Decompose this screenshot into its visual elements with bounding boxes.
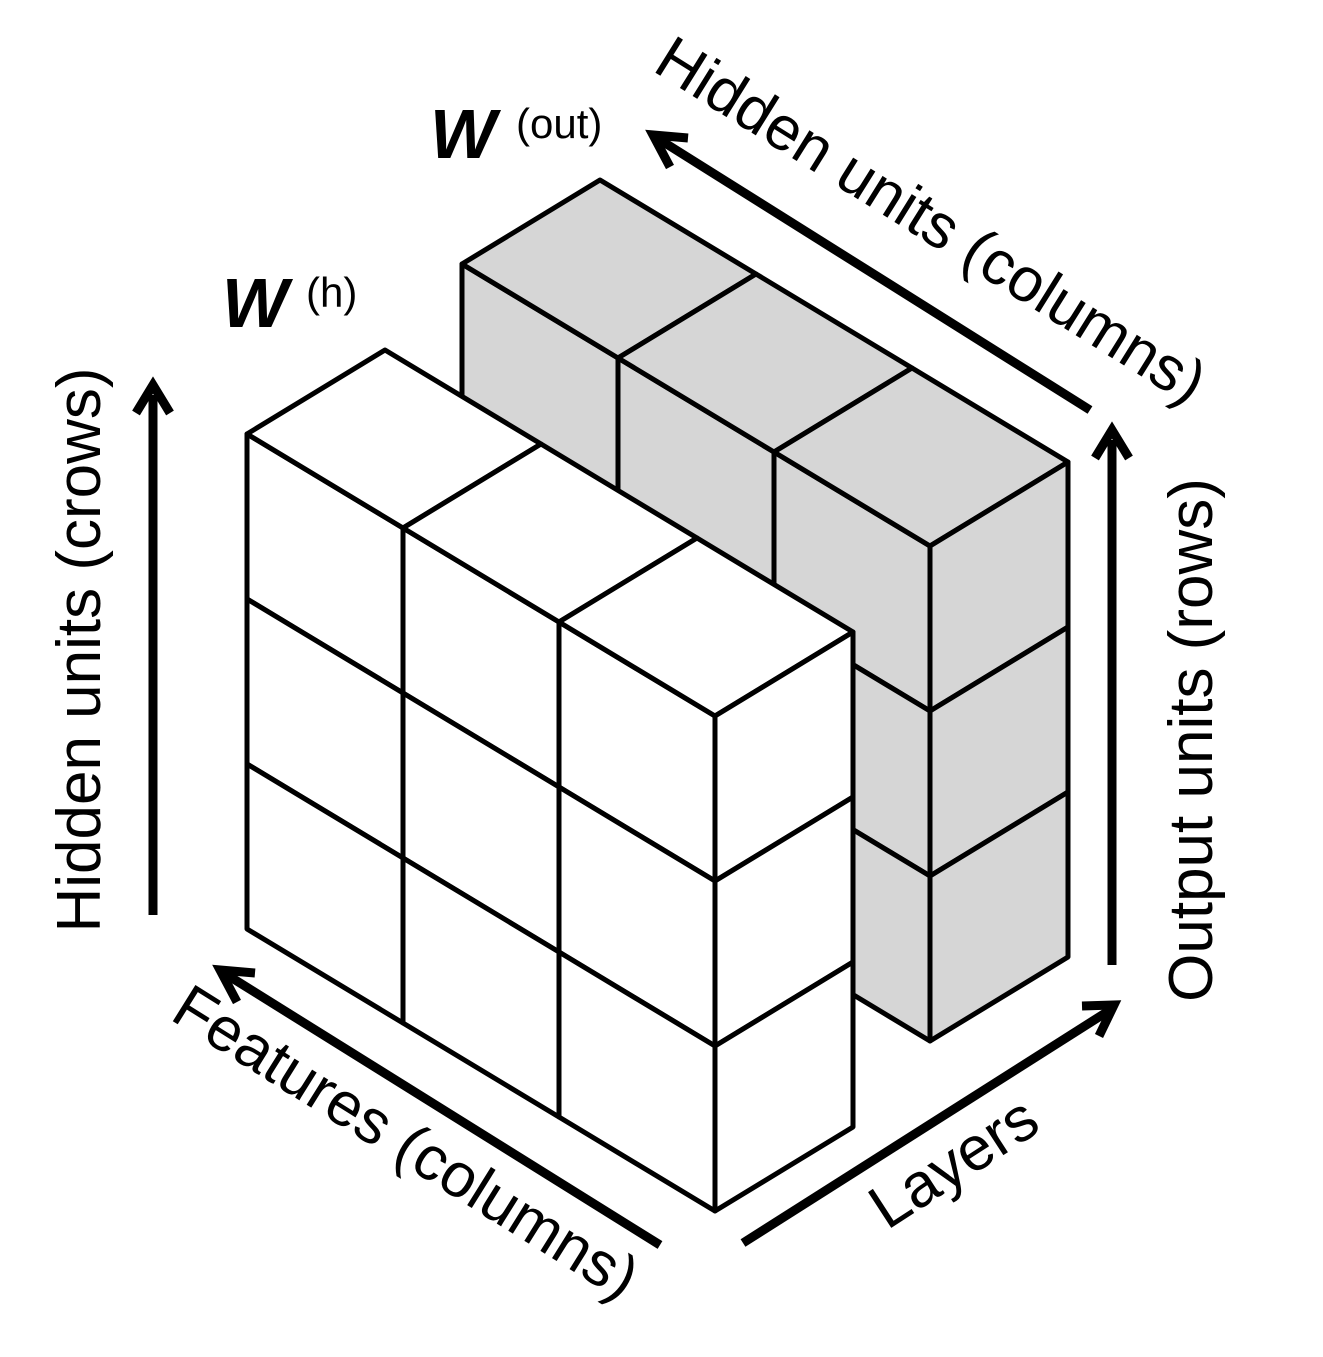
features-columns-arrow <box>212 964 663 1249</box>
w-h-matrix <box>244 347 856 1214</box>
w-h-side-cell <box>712 959 856 1214</box>
w-out-superscript: (out) <box>516 100 602 147</box>
w-h-superscript: (h) <box>306 269 357 316</box>
hidden-rows-arrow <box>132 376 174 915</box>
layers-arrow <box>740 1000 1122 1247</box>
w-out-title: W (out) <box>430 95 602 173</box>
output-rows-arrow <box>1091 421 1133 965</box>
w-h-symbol: W <box>222 264 294 342</box>
w-h-title: W (h) <box>222 264 357 342</box>
hidden-rows-label: Hidden units (crows) <box>45 367 114 932</box>
hidden-columns-arrow <box>645 129 1093 414</box>
output-rows-label: Output units (rows) <box>1157 478 1226 1002</box>
w-out-symbol: W <box>430 95 502 173</box>
w-out-side-cell <box>927 789 1071 1044</box>
